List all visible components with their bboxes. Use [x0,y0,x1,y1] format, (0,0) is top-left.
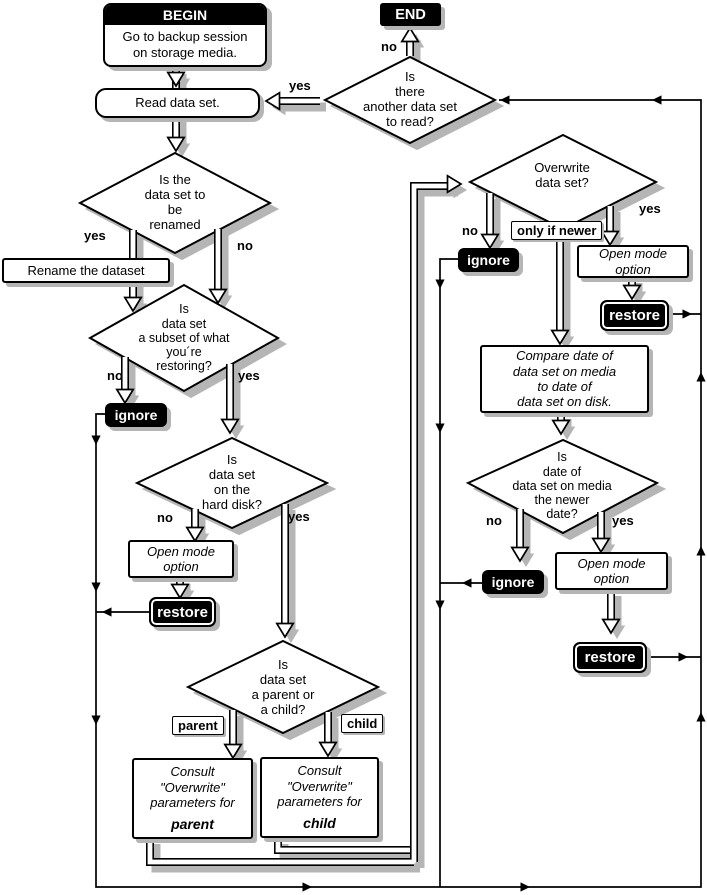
goto-backup-step: Go to backup session on storage media. [122,29,248,60]
end-terminal: END [380,3,441,26]
label-rename-yes: yes [84,228,106,243]
label-overwrite-no: no [462,223,478,238]
label-another-yes: yes [289,78,311,93]
begin-terminal: BEGIN [105,5,265,25]
restore-action-left: restore [149,597,216,627]
read-data-set-step: Read data set. [95,88,260,118]
label-another-no: no [381,39,397,54]
label-subset-no: no [107,368,123,383]
restore-action-right-top: restore [600,300,669,331]
parent-branch-tag: parent [172,716,224,735]
label-hard-disk-yes: yes [288,509,310,524]
open-mode-option-left: Open mode option [128,540,234,578]
label-hard-disk-no: no [157,510,173,525]
label-rename-no: no [237,238,253,253]
child-branch-tag: child [341,714,384,733]
ignore-action-subset: ignore [105,403,167,427]
ignore-action-newer: ignore [482,570,544,594]
label-overwrite-yes: yes [639,201,661,216]
begin-group: BEGIN Go to backup session on storage me… [103,3,267,67]
label-newer-yes: yes [612,513,634,528]
label-subset-yes: yes [238,368,260,383]
consult-parent-step: Consult "Overwrite" parameters for paren… [132,758,253,839]
consult-child-step: Consult "Overwrite" parameters for child [260,757,379,838]
label-newer-no: no [486,513,502,528]
only-if-newer-tag: only if newer [511,221,603,240]
open-mode-option-right-bottom: Open mode option [555,552,668,590]
decision-another-data-set-shape [324,56,496,144]
restore-action-right-bottom: restore [573,642,647,673]
consult-parent-emphasis: parent [171,816,214,833]
rename-dataset-step: Rename the dataset [2,258,170,283]
compare-dates-step: Compare date of data set on media to dat… [480,345,649,413]
open-mode-option-right-top: Open mode option [577,245,689,278]
consult-child-emphasis: child [303,815,336,832]
consult-parent-text: Consult "Overwrite" parameters for [150,764,235,810]
consult-child-text: Consult "Overwrite" parameters for [277,763,362,809]
ignore-action-overwrite: ignore [458,248,519,272]
